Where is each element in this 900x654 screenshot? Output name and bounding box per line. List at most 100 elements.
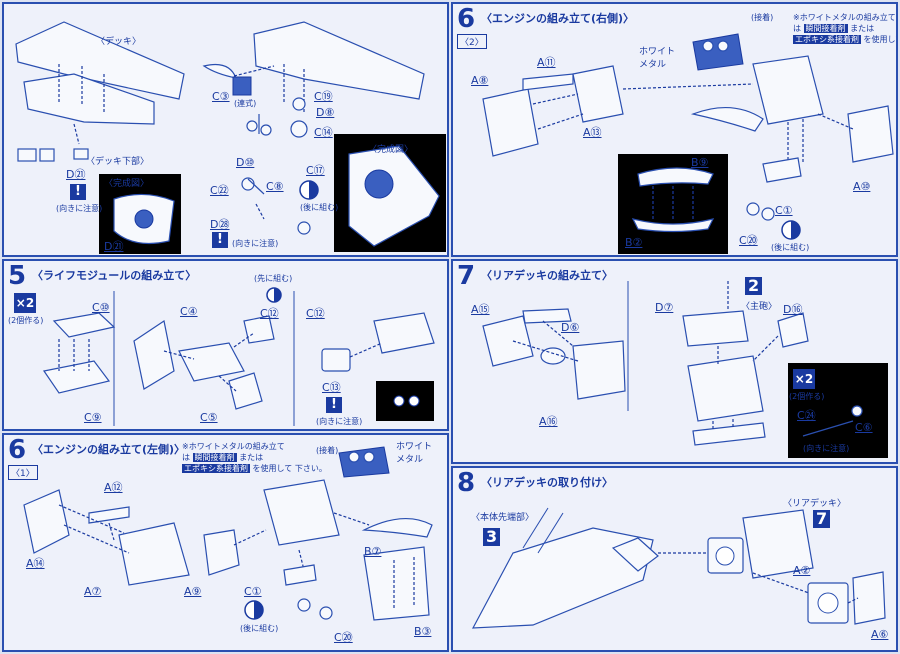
- rear-deck-label: 〈リアデッキ〉: [783, 499, 847, 509]
- part-label: C⑰: [306, 164, 325, 177]
- step-title: 〈リアデッキの取り付け〉: [481, 476, 613, 489]
- caution-icon: !: [212, 232, 228, 248]
- part-label: A⑧: [471, 74, 489, 87]
- step-number: 8: [457, 468, 476, 498]
- step-title: 〈リアデッキの組み立て〉: [481, 269, 613, 282]
- part-label: C⑫: [260, 307, 279, 320]
- part-label: A⑯: [539, 415, 558, 428]
- rear-deck-ref: 7: [813, 510, 831, 528]
- panel-step-8: 8 〈リアデッキの取り付け〉 〈本体先端部〉 3 〈リアデッキ〉 7 A② A⑥: [451, 466, 898, 652]
- part-label: C①: [244, 585, 262, 598]
- part-label: B②: [625, 236, 643, 249]
- glue-instant: 瞬間接着剤: [803, 24, 848, 33]
- part-label: C④: [180, 305, 198, 318]
- white-metal-label: ホワイト メタル: [396, 442, 433, 465]
- notice-mid: は: [182, 453, 190, 462]
- part-label: C㉔: [797, 409, 816, 422]
- part-label: C①: [775, 204, 793, 217]
- part-label: B③: [414, 625, 432, 638]
- caution-note: (向きに注意): [56, 204, 103, 213]
- part-label: A②: [793, 564, 811, 577]
- part-label: D㉑: [104, 240, 124, 253]
- later-note: (後に組む): [240, 624, 279, 633]
- part-label: D⑦: [655, 301, 674, 314]
- make-two-badge: ×2: [14, 293, 36, 313]
- notice-prefix: ※ホワイトメタルの組み立て: [182, 442, 285, 451]
- part-label: D⑥: [561, 321, 580, 334]
- part-label: C⑲: [314, 90, 333, 103]
- part-label: D㉑: [66, 168, 86, 181]
- main-gun-ref: 2: [745, 277, 763, 295]
- first-assemble-note: (先に組む): [254, 274, 293, 283]
- notice-prefix: ※ホワイトメタルの組み立て: [793, 13, 896, 22]
- white-metal-label: ホワイト メタル: [639, 47, 676, 70]
- notice-mid: は: [793, 24, 801, 33]
- linkage-note: (連式): [234, 99, 257, 108]
- later-note: (後に組む): [771, 243, 810, 252]
- part-label: A⑨: [184, 585, 202, 598]
- panel-deck-assembly: 〈デッキ〉 〈デッキ下部〉 D㉑ ! (向きに注意) 〈完成図〉 D㉑ C③ (…: [2, 2, 449, 257]
- rear-deck-attach-drawing: [471, 507, 886, 629]
- glue-instant: 瞬間接着剤: [192, 453, 237, 462]
- part-label: C⑤: [200, 411, 218, 424]
- glue-tag: (接着): [751, 13, 774, 22]
- part-label: B⑦: [364, 545, 382, 558]
- panel-step-7: 7 〈リアデッキの組み立て〉 A⑮ D⑥ A⑯ D⑦ 2: [451, 259, 898, 464]
- part-label: C③: [212, 90, 230, 103]
- part-label: D⑯: [783, 303, 803, 316]
- step-title: 〈ライフモジュールの組み立て〉: [32, 269, 197, 282]
- deck-label: 〈デッキ〉: [96, 37, 142, 47]
- engine-right-drawing: [482, 33, 894, 254]
- step-number: 7: [457, 261, 476, 291]
- part-label: C⑳: [334, 631, 353, 644]
- part-label: A⑮: [471, 303, 490, 316]
- part-label: D㉘: [210, 218, 230, 231]
- life-module-drawing: [42, 287, 435, 426]
- panel-step-5: 5 〈ライフモジュールの組み立て〉 ×2 (2個: [2, 259, 449, 431]
- part-label: C⑭: [314, 126, 333, 139]
- caution-icon: !: [326, 397, 342, 413]
- later-note: (後に組む): [300, 203, 339, 212]
- caution-note: (向きに注意): [803, 444, 850, 453]
- notice-end: を使用して 下さい。: [252, 464, 327, 473]
- part-label: A⑬: [583, 126, 602, 139]
- part-label: C⑥: [855, 421, 873, 434]
- step-number: 5: [8, 261, 27, 291]
- panel-step-6-left: 6 〈エンジンの組み立て(左側)〉 〈1〉: [2, 433, 449, 652]
- step-number: 6: [457, 4, 476, 34]
- main-gun-label: 〈主砲〉: [741, 302, 778, 312]
- make-two-badge: ×2: [793, 369, 815, 389]
- body-front-ref: 3: [483, 528, 501, 546]
- part-label: A⑭: [26, 557, 45, 570]
- glue-epoxy: エポキシ系接着剤: [182, 464, 250, 473]
- caution-note: (向きに注意): [232, 239, 279, 248]
- white-metal-notice: ※ホワイトメタルの組み立て は 瞬間接着剤 または エポキシ系接着剤 を使用して…: [793, 12, 896, 45]
- part-label: A⑥: [871, 628, 889, 641]
- caution-note: (向きに注意): [316, 417, 363, 426]
- step-title: 〈エンジンの組み立て(左側)〉: [32, 443, 186, 456]
- part-label: C⑨: [84, 411, 102, 424]
- notice-end: を使用して 下さい。: [863, 35, 896, 44]
- part-label: B⑨: [691, 156, 709, 169]
- part-label: C⑳: [739, 234, 758, 247]
- caution-icon: !: [70, 184, 86, 200]
- part-label: D⑧: [316, 106, 335, 119]
- part-label: A⑩: [853, 180, 871, 193]
- part-label: C⑧: [266, 180, 284, 193]
- part-label: A⑫: [104, 481, 123, 494]
- glue-epoxy: エポキシ系接着剤: [793, 35, 861, 44]
- step-sub: 〈2〉: [457, 34, 487, 49]
- glue-tag: (接着): [316, 446, 339, 455]
- deck-lower-label: 〈デッキ下部〉: [86, 157, 150, 167]
- complete-label: 〈完成図〉: [368, 145, 414, 155]
- part-label: C⑩: [92, 301, 110, 314]
- complete-label: 〈完成図〉: [104, 179, 150, 189]
- part-label: C⑫: [306, 307, 325, 320]
- white-metal-notice: ※ホワイトメタルの組み立て は 瞬間接着剤 または エポキシ系接着剤 を使用して…: [182, 441, 327, 474]
- step-title: 〈エンジンの組み立て(右側)〉: [481, 12, 635, 25]
- part-label: C⑬: [322, 381, 341, 394]
- panel-step-6-right: 6 〈エンジンの組み立て(右側)〉 〈2〉: [451, 2, 898, 257]
- deck-assembly-drawing: [15, 21, 446, 254]
- step-number: 6: [8, 435, 27, 465]
